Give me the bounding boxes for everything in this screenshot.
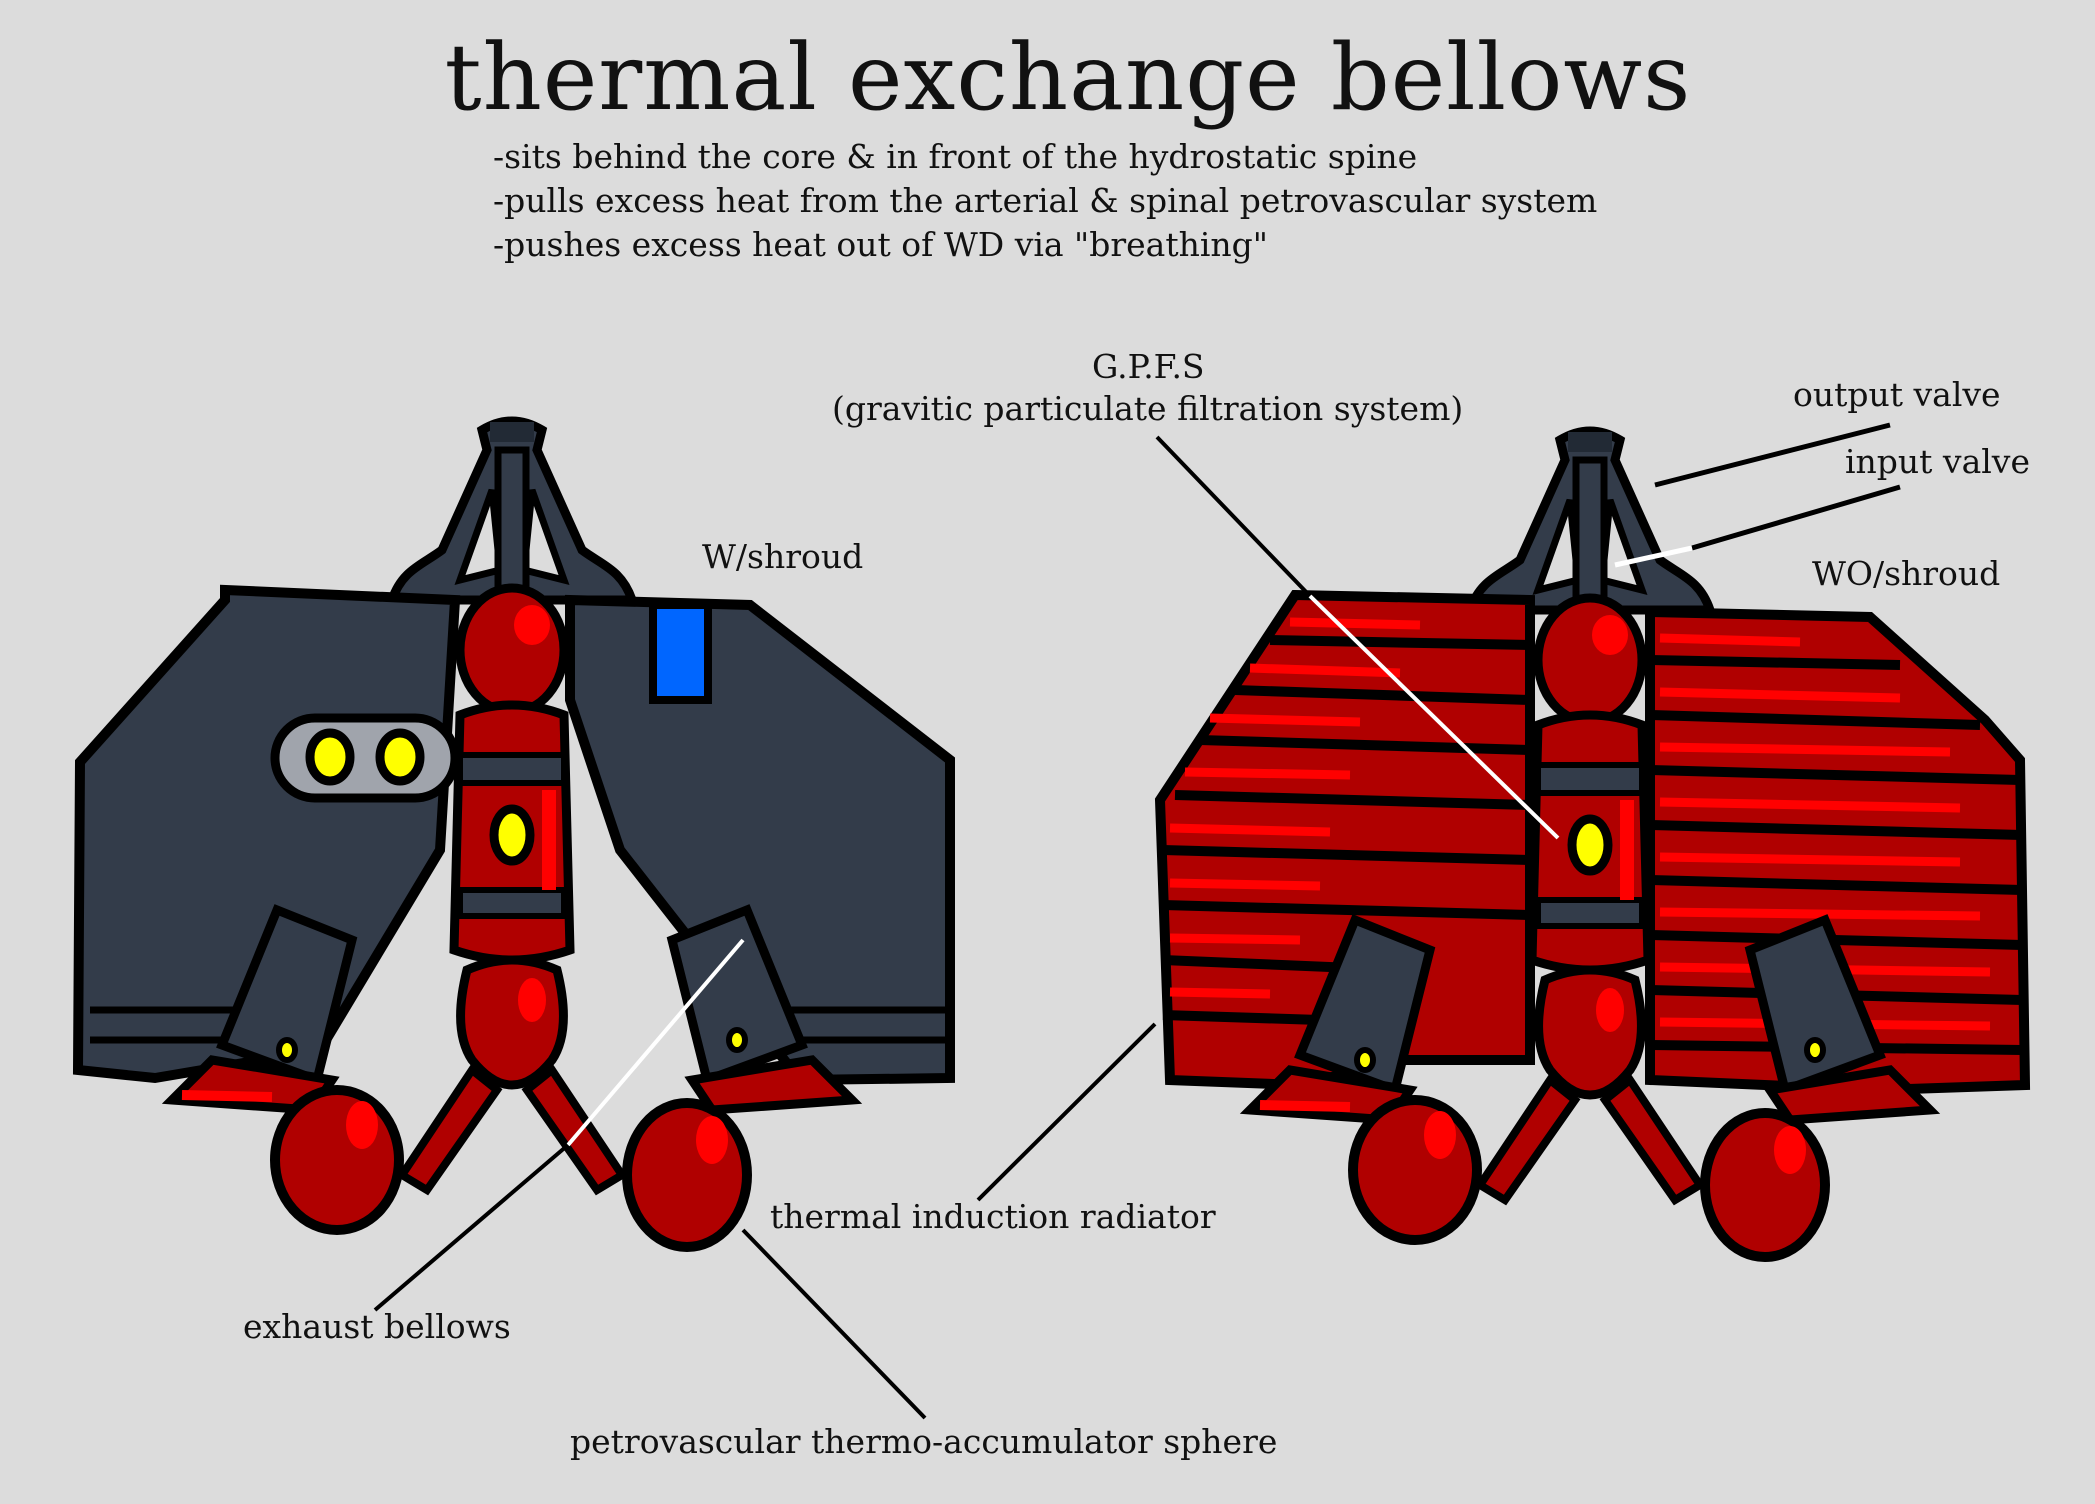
label-without-shroud: WO/shroud — [1812, 554, 2001, 593]
leader-exhaust-bellows — [566, 938, 745, 1147]
label-input-valve: input valve — [1845, 442, 2030, 481]
leader-output-valve — [1654, 422, 1891, 488]
valve-head — [1470, 431, 1710, 610]
shroud-left — [72, 584, 461, 1084]
bellows-without-shroud — [1154, 431, 2031, 1257]
leader-input-valve — [1691, 484, 1901, 551]
page-title: thermal exchange bellows — [444, 24, 1692, 131]
label-gpfs-full: (gravitic particulate filtration system) — [832, 389, 1464, 428]
note-2: -pulls excess heat from the arterial & s… — [493, 181, 1598, 220]
label-exhaust-bellows: exhaust bellows — [243, 1307, 511, 1346]
label-output-valve: output valve — [1793, 375, 2001, 414]
blue-panel — [649, 601, 712, 704]
bellows-with-shroud — [72, 421, 955, 1247]
leader-gpfs — [1308, 594, 1560, 840]
label-thermo-accumulator-sphere: petrovascular thermo-accumulator sphere — [570, 1422, 1278, 1461]
leader-thermo-accumulator-sphere — [741, 1228, 927, 1420]
indicator-light — [375, 728, 425, 786]
leader-input-valve — [1614, 545, 1693, 568]
shroud-right — [565, 594, 955, 1086]
label-with-shroud: W/shroud — [702, 537, 864, 576]
label-gpfs: G.P.F.S — [1092, 347, 1205, 386]
leader-gpfs — [1155, 435, 1312, 598]
radiator-left — [1154, 589, 1535, 1091]
leader-exhaust-bellows — [373, 1143, 570, 1312]
label-thermal-induction-radiator: thermal induction radiator — [770, 1197, 1216, 1236]
indicator-light — [305, 728, 355, 786]
note-1: -sits behind the core & in front of the … — [493, 137, 1418, 176]
leader-thermal-induction-radiator — [976, 1022, 1157, 1202]
gpfs-spine — [454, 588, 570, 1085]
gpfs-spine — [1532, 598, 1648, 1095]
indicator-pod — [270, 713, 460, 803]
valve-head — [392, 421, 632, 600]
note-3: -pushes excess heat out of WD via "breat… — [493, 225, 1268, 264]
